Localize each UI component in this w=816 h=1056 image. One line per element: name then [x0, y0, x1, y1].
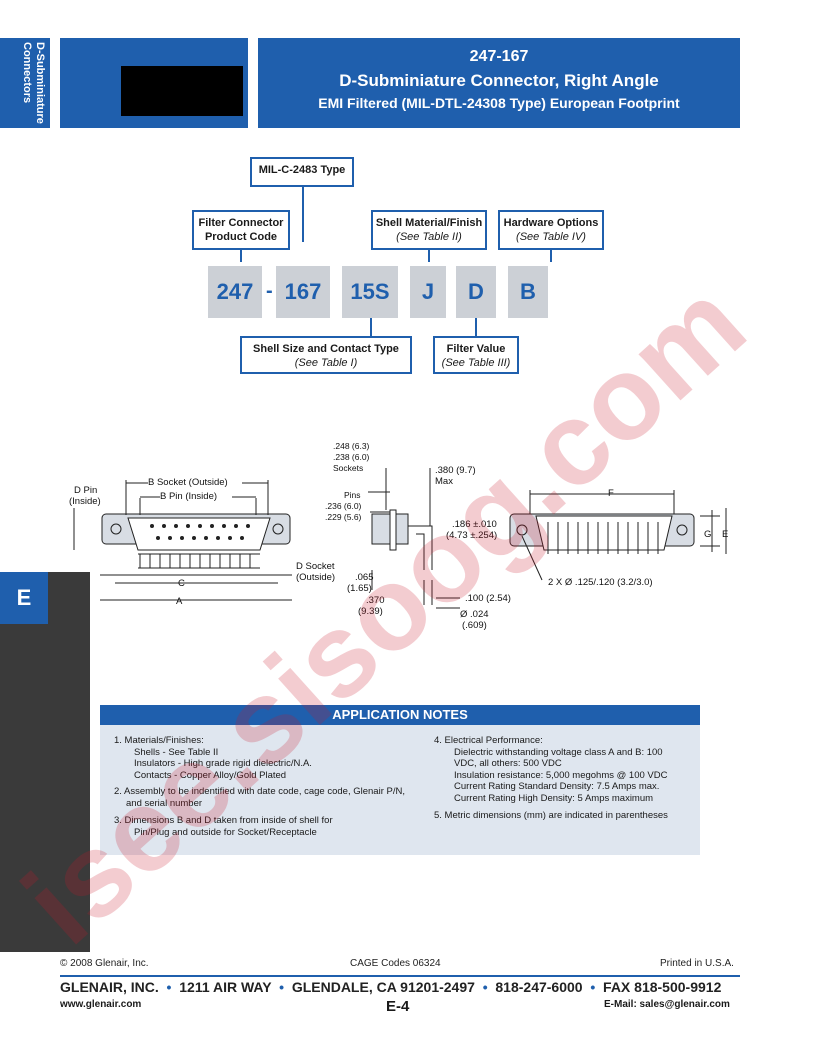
footer-fax: FAX 818-500-9912 [603, 979, 722, 995]
connector-line [550, 250, 552, 262]
connector-line [302, 187, 304, 242]
dim-b-pin: B Pin (Inside) [160, 491, 218, 502]
application-notes-heading: APPLICATION NOTES [100, 705, 700, 725]
shell-material-label: Shell Material/Finish(See Table II) [371, 210, 487, 250]
pn-shell-size: 15S [342, 266, 398, 318]
footer-contact-line: GLENAIR, INC. • 1211 AIR WAY • GLENDALE,… [60, 979, 722, 995]
dim-sockets-2: .238 (6.0) [333, 452, 370, 462]
dim-g: G [704, 529, 712, 540]
note-1: 1. Materials/Finishes: Shells - See Tabl… [114, 735, 312, 781]
dim-d-pin: D Pin [74, 485, 98, 496]
connector-line [428, 250, 430, 262]
dim-pins-2: .229 (5.6) [325, 512, 362, 522]
dim-pins: Pins [344, 490, 361, 500]
dim-370-2: (9.39) [358, 606, 383, 617]
connector-line [370, 318, 372, 336]
page-title: D-Subminiature Connector, Right Angle [339, 71, 659, 90]
dim-065-1: .065 [355, 572, 374, 583]
pn-hardware: B [508, 266, 548, 318]
connector-drawing [73, 468, 727, 609]
dim-pins-1: .236 (6.0) [325, 501, 362, 511]
pn-type: 167 [276, 266, 330, 318]
dim-d-socket: D Socket [296, 561, 335, 572]
filter-value-label: Filter Value(See Table III) [433, 336, 519, 374]
cage-codes: CAGE Codes 06324 [350, 958, 441, 969]
dim-a: A [176, 596, 183, 607]
shell-size-label: Shell Size and Contact Type(See Table I) [240, 336, 412, 374]
dim-sockets-3: Sockets [333, 463, 364, 473]
footer-rule [60, 975, 740, 977]
dim-186-2: (4.73 ±.254) [446, 530, 498, 541]
pn-shell-material: J [410, 266, 446, 318]
pn-dash: - [266, 280, 273, 302]
dim-186-1: .186 ±.010 [452, 519, 497, 530]
mil-type-label: MIL-C-2483 Type [250, 157, 354, 187]
dim-c: C [178, 578, 185, 589]
page-number: E-4 [386, 998, 410, 1015]
logo-block [121, 66, 243, 116]
footer-address: 1211 AIR WAY [179, 979, 272, 995]
dim-370-1: .370 [366, 595, 385, 606]
dim-065-2: (1.65) [347, 583, 372, 594]
section-letter-tab: E [0, 572, 48, 624]
pn-product-code: 247 [208, 266, 262, 318]
dim-d-pin-sub: (Inside) [69, 496, 101, 507]
dim-max-1: .380 (9.7) [435, 465, 476, 476]
dim-b-socket: B Socket (Outside) [148, 477, 228, 488]
part-number-title: 247-167 [469, 48, 529, 65]
hardware-options-label: Hardware Options(See Table IV) [498, 210, 604, 250]
dim-024-2: (.609) [462, 620, 487, 631]
note-2: 2. Assembly to be indentified with date … [114, 786, 405, 809]
printed-in: Printed in U.S.A. [660, 958, 734, 969]
dim-max-2: Max [435, 476, 453, 487]
dim-d-socket-sub: (Outside) [296, 572, 336, 583]
footer-phone: 818-247-6000 [495, 979, 583, 995]
dim-f: F [608, 488, 614, 499]
application-notes-panel [100, 705, 700, 855]
side-tab-text: D-Subminiature Connectors [21, 42, 46, 124]
page-subtitle: EMI Filtered (MIL-DTL-24308 Type) Europe… [318, 95, 680, 111]
footer-city: GLENDALE, CA 91201-2497 [291, 979, 475, 995]
dim-sockets-1: .248 (6.3) [333, 441, 370, 451]
copyright: © 2008 Glenair, Inc. [60, 958, 149, 969]
pn-filter-value: D [456, 266, 496, 318]
note-3: 3. Dimensions B and D taken from inside … [114, 815, 333, 838]
dim-holes: 2 X Ø .125/.120 (3.2/3.0) [548, 577, 653, 588]
footer-company: GLENAIR, INC. [60, 979, 159, 995]
side-dark-column [0, 572, 90, 952]
dim-024-1: Ø .024 [460, 609, 489, 620]
note-5: 5. Metric dimensions (mm) are indicated … [434, 810, 668, 821]
footer-email[interactable]: E-Mail: sales@glenair.com [604, 999, 730, 1010]
section-side-tab: D-Subminiature Connectors [0, 38, 50, 128]
footer-web[interactable]: www.glenair.com [60, 999, 142, 1010]
title-banner: 247-167 D-Subminiature Connector, Right … [258, 38, 740, 128]
connector-line [475, 318, 477, 336]
dim-e: E [722, 529, 729, 540]
note-4: 4. Electrical Performance: Dielectric wi… [434, 735, 668, 804]
connector-line [240, 250, 242, 262]
dim-100: .100 (2.54) [465, 593, 511, 604]
